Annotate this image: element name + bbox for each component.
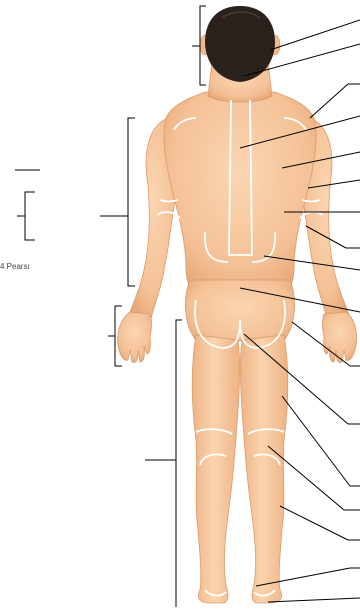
leader-line-13 [282, 396, 350, 486]
right-hand [323, 312, 357, 363]
credit-text: 4 Pearsı [0, 262, 30, 271]
bracket-lower-limb [176, 320, 182, 607]
leader-line-03 [310, 84, 348, 118]
leader-line-17 [268, 598, 360, 602]
bracket-trunk [128, 118, 135, 286]
leader-line-15 [280, 506, 348, 540]
torso [164, 92, 316, 295]
bracket-upper-limb-left [25, 192, 35, 240]
leader-line-01 [270, 20, 360, 50]
left-hand [118, 312, 152, 363]
left-leg [192, 335, 239, 603]
brackets [15, 6, 206, 607]
right-leg [241, 335, 288, 603]
